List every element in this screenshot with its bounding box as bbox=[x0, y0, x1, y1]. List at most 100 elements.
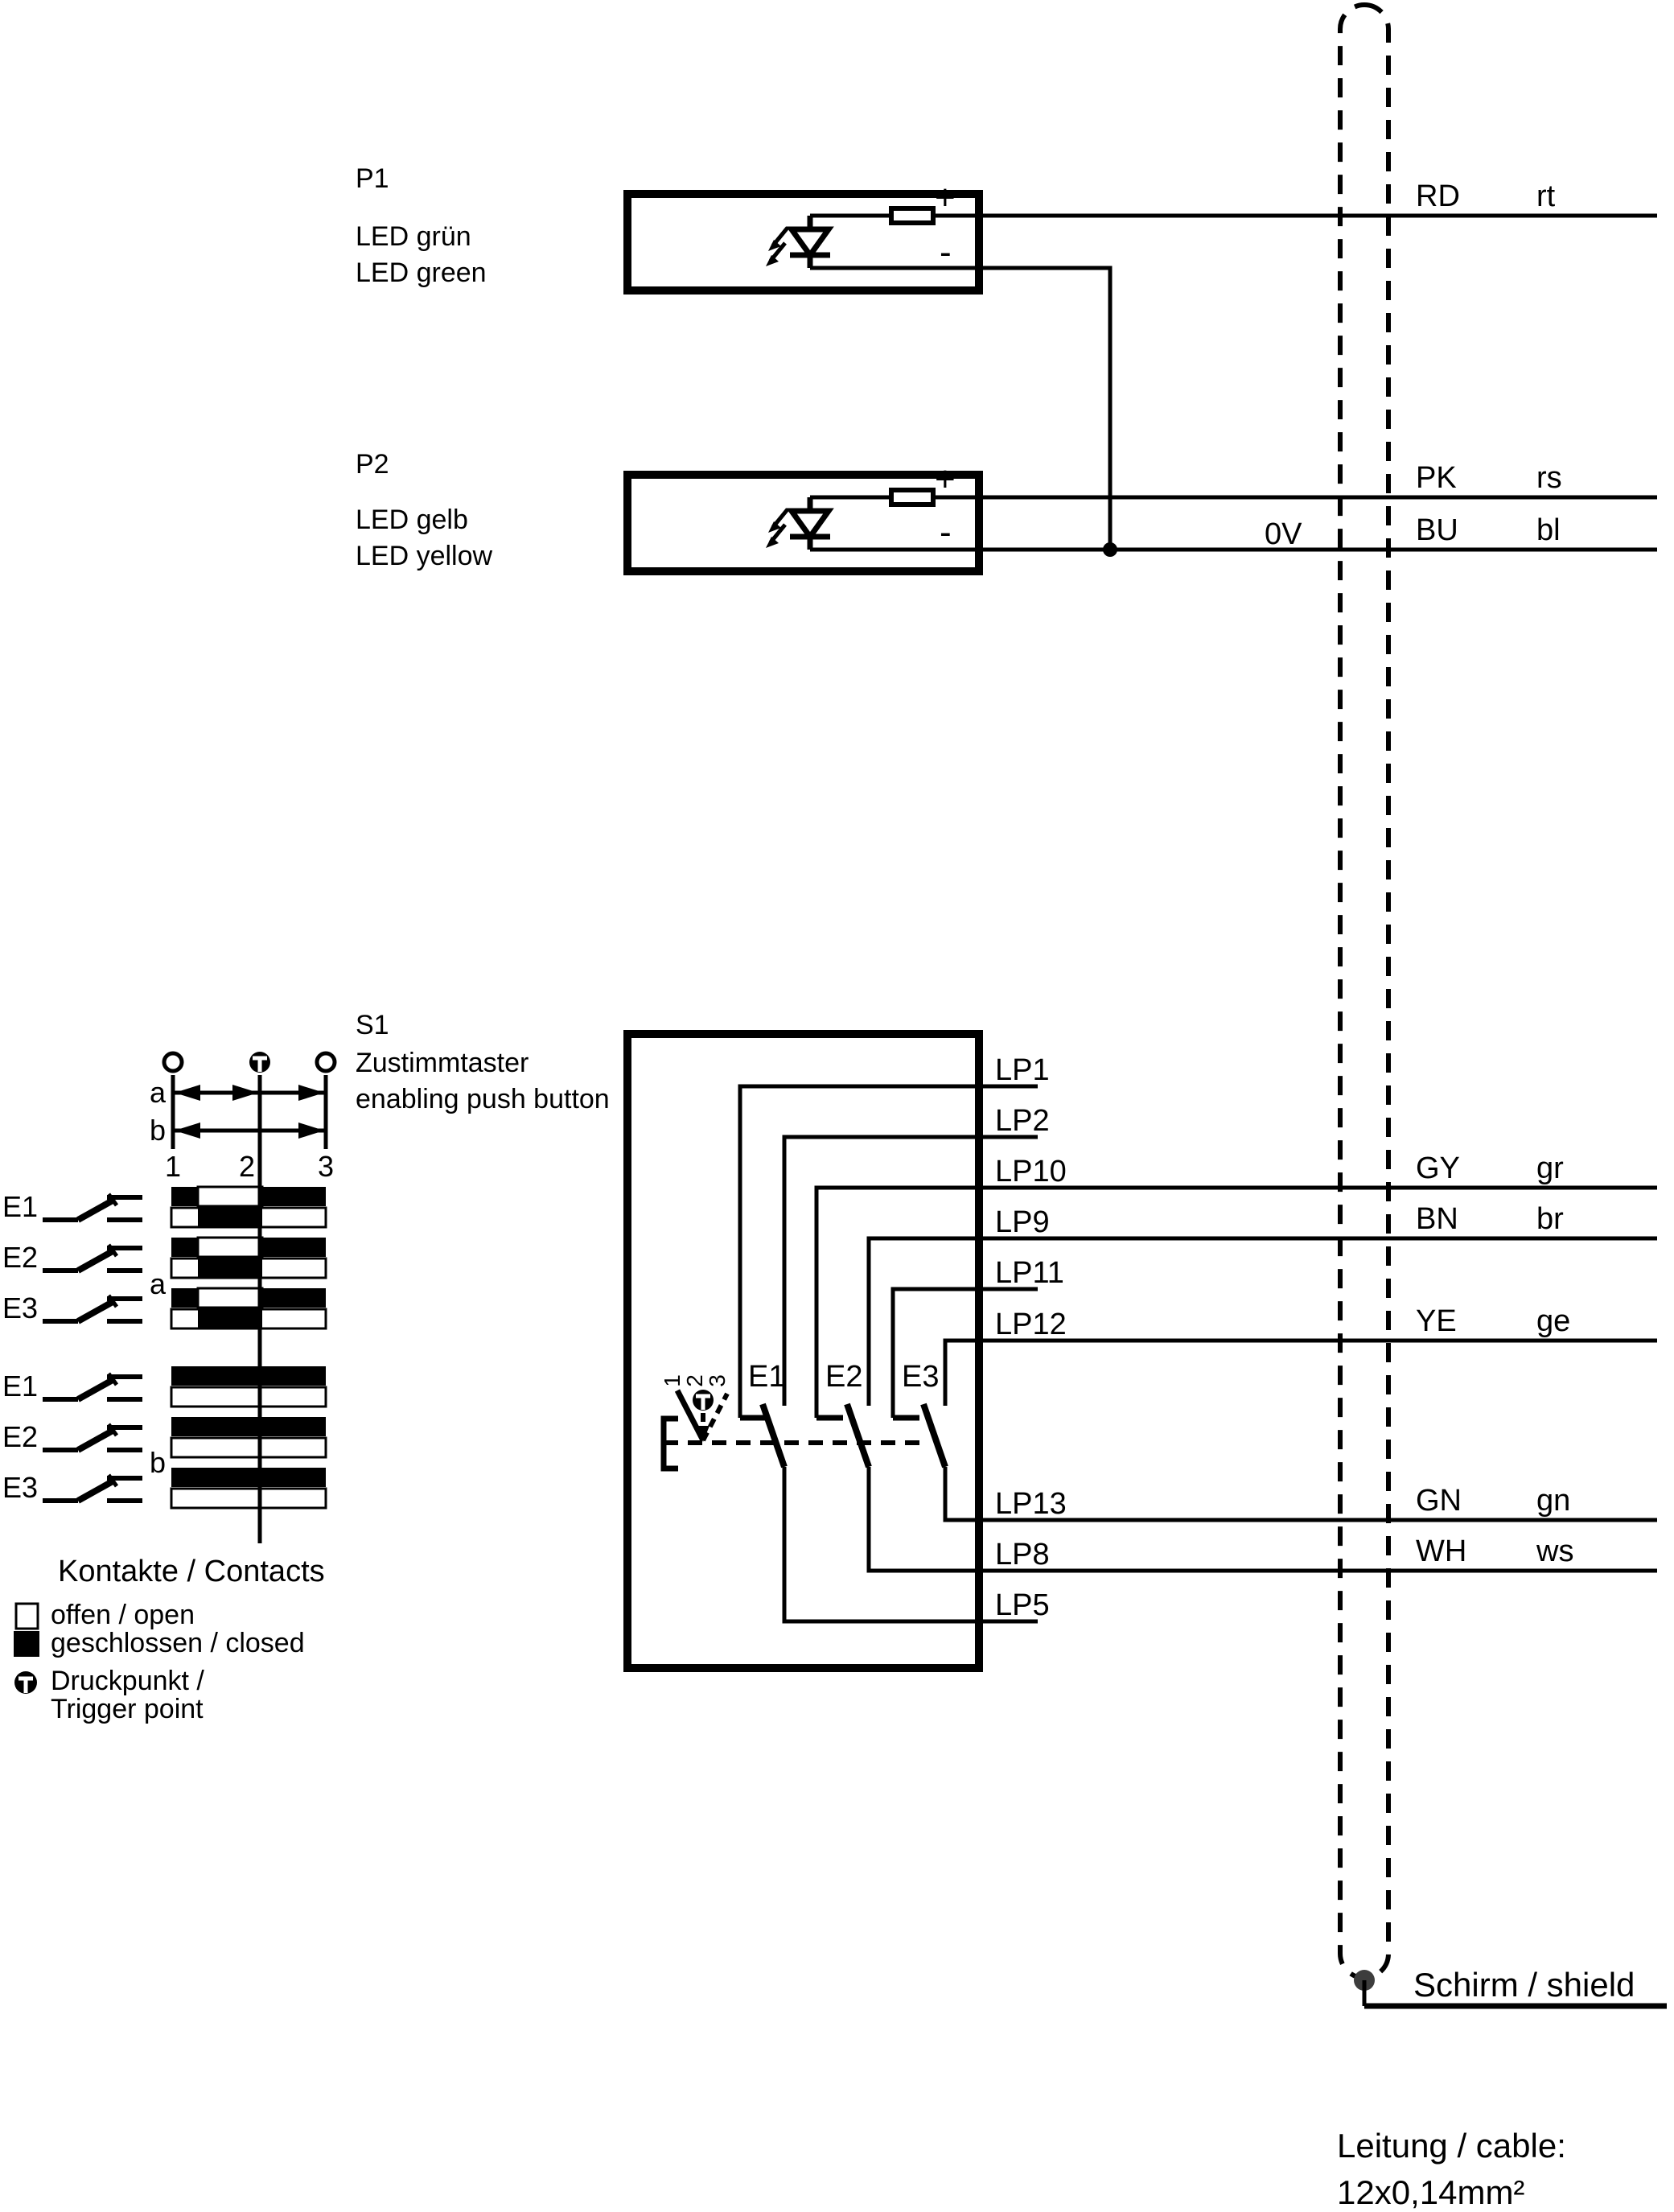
switch-glyph-icon bbox=[43, 1473, 142, 1504]
wire-label-bl: bl bbox=[1536, 513, 1561, 547]
wire-p1-minus-drop bbox=[933, 266, 1113, 550]
travel-pos-label-1: 1 bbox=[165, 1150, 181, 1183]
wire-lp10-gy bbox=[814, 1185, 1657, 1418]
terminal-label-lp12: LP12 bbox=[995, 1308, 1067, 1341]
wire-lp11 bbox=[890, 1287, 1038, 1418]
contact-row-a-e3 bbox=[170, 1287, 327, 1330]
terminal-label-lp10: LP10 bbox=[995, 1155, 1067, 1188]
row-label-b-e2: E2 bbox=[2, 1420, 38, 1453]
component-p1: P1 LED grün LED green + - bbox=[356, 163, 983, 295]
e2-blade bbox=[844, 1403, 872, 1468]
contact-row-b-e3 bbox=[170, 1468, 327, 1510]
p2-led-triangle bbox=[786, 508, 834, 542]
legend-closed-label: geschlossen / closed bbox=[51, 1628, 305, 1658]
wire-label-ws: ws bbox=[1536, 1534, 1573, 1568]
wire-lp8-wh bbox=[866, 1467, 1657, 1573]
p2-ref-label: P2 bbox=[356, 449, 389, 480]
position1-stroke bbox=[674, 1389, 706, 1442]
position3-circle-icon bbox=[315, 1051, 337, 1073]
contact-row-a-e2 bbox=[170, 1236, 327, 1279]
s1-label-de: Zustimmtaster bbox=[356, 1048, 529, 1078]
p1-plus-label: + bbox=[935, 178, 956, 217]
wire-lp12-ye bbox=[943, 1338, 1657, 1406]
wire-label-gn: gn bbox=[1536, 1484, 1570, 1518]
s1-contact-label-e2: E2 bbox=[825, 1360, 862, 1394]
wire-label-pk: PK bbox=[1416, 461, 1457, 495]
wire-label-br: br bbox=[1536, 1202, 1564, 1236]
position1-circle-icon bbox=[162, 1051, 184, 1073]
p2-plus-label: + bbox=[935, 459, 956, 499]
contact-chart-title: Kontakte / Contacts bbox=[58, 1555, 325, 1588]
dim-b-label: b bbox=[150, 1114, 166, 1147]
position3-dashed-stroke bbox=[701, 1392, 730, 1442]
dim-a-arrow-right-icon bbox=[298, 1085, 324, 1101]
p2-resistor bbox=[889, 488, 936, 507]
dim-b-arrow-left-icon bbox=[175, 1122, 200, 1139]
travel-pos-label-3: 3 bbox=[318, 1150, 334, 1183]
s1-position-label-1: 1 bbox=[660, 1374, 685, 1387]
group-a-label: a bbox=[150, 1267, 167, 1300]
cable-spec-line1: Leitung / cable: bbox=[1337, 2127, 1566, 2165]
wire-label-gn-code: GN bbox=[1416, 1484, 1462, 1518]
legend-trigger-label-de: Druckpunkt / bbox=[51, 1666, 204, 1696]
row-label-a-e2: E2 bbox=[2, 1241, 38, 1274]
legend-open-label: offen / open bbox=[51, 1600, 195, 1630]
wire-label-rs: rs bbox=[1536, 461, 1562, 495]
switch-glyph-icon bbox=[43, 1193, 142, 1223]
terminal-label-lp9: LP9 bbox=[995, 1205, 1050, 1239]
contact-row-b-e1 bbox=[170, 1366, 327, 1408]
s1-actuator: 1 2 3 bbox=[660, 1374, 925, 1472]
wire-label-bu: BU bbox=[1416, 513, 1458, 547]
switch-glyph-icon bbox=[43, 1243, 142, 1274]
terminal-label-lp8: LP8 bbox=[995, 1538, 1050, 1571]
s1-position-label-3: 3 bbox=[705, 1374, 730, 1387]
component-s1: S1 Zustimmtaster enabling push button E1… bbox=[356, 1010, 1657, 1672]
switch-glyph-icon bbox=[43, 1423, 142, 1453]
legend-open-swatch bbox=[14, 1602, 39, 1630]
s1-position-label-2: 2 bbox=[682, 1374, 707, 1387]
wire-lp5 bbox=[782, 1467, 1038, 1624]
wire-label-ye: YE bbox=[1416, 1304, 1457, 1338]
legend-closed-swatch bbox=[14, 1631, 39, 1657]
s1-contacts: E1 E2 E3 bbox=[740, 1360, 948, 1468]
contact-row-b-e2 bbox=[170, 1417, 327, 1459]
wire-label-wh: WH bbox=[1416, 1534, 1466, 1568]
trigger-arrowhead-icon bbox=[697, 1426, 709, 1442]
junction-dot bbox=[1103, 542, 1117, 557]
wire-color-labels: RD rt PK rs BU bl GY gr BN br YE ge GN g… bbox=[1416, 179, 1573, 1568]
e3-blade bbox=[920, 1403, 948, 1468]
terminal-label-lp1: LP1 bbox=[995, 1053, 1050, 1087]
wire-label-rd: RD bbox=[1416, 179, 1460, 213]
s1-ref-label: S1 bbox=[356, 1010, 389, 1040]
trigger-point-icon bbox=[693, 1390, 714, 1411]
p1-label-en: LED green bbox=[356, 257, 487, 288]
wire-label-gr: gr bbox=[1536, 1151, 1564, 1185]
switch-glyphs bbox=[43, 1193, 142, 1504]
s1-box bbox=[623, 1030, 983, 1672]
p1-minus-label: - bbox=[940, 233, 952, 272]
p1-led-light-arrows-icon bbox=[766, 226, 789, 266]
row-label-b-e3: E3 bbox=[2, 1471, 38, 1504]
position2-trigger-icon bbox=[249, 1052, 270, 1073]
wire-label-bn: BN bbox=[1416, 1202, 1458, 1236]
p2-minus-label: - bbox=[940, 513, 952, 552]
row-label-b-e1: E1 bbox=[2, 1370, 38, 1403]
s1-internal-wiring bbox=[738, 1084, 1657, 1624]
dim-a-arrow-left-icon bbox=[175, 1085, 200, 1101]
p2-label-de: LED gelb bbox=[356, 505, 468, 535]
wire-lp2 bbox=[782, 1135, 1038, 1406]
p2-label-en: LED yellow bbox=[356, 541, 493, 571]
contact-row-a-e1 bbox=[170, 1185, 327, 1229]
component-p2: P2 LED gelb LED yellow + - bbox=[356, 449, 983, 575]
dim-b-arrow-right-icon bbox=[298, 1122, 324, 1139]
wire-lp9-bn bbox=[866, 1236, 1657, 1406]
s1-terminal-labels: LP1 LP2 LP10 LP9 LP11 LP12 LP13 LP8 LP5 bbox=[995, 1053, 1067, 1622]
switch-glyph-icon bbox=[43, 1372, 142, 1403]
wire-lp13-gn bbox=[943, 1467, 1657, 1522]
dim-a-arrow-mid-icon bbox=[232, 1085, 258, 1101]
p1-label-de: LED grün bbox=[356, 221, 471, 252]
wire-label-gy: GY bbox=[1416, 1151, 1460, 1185]
